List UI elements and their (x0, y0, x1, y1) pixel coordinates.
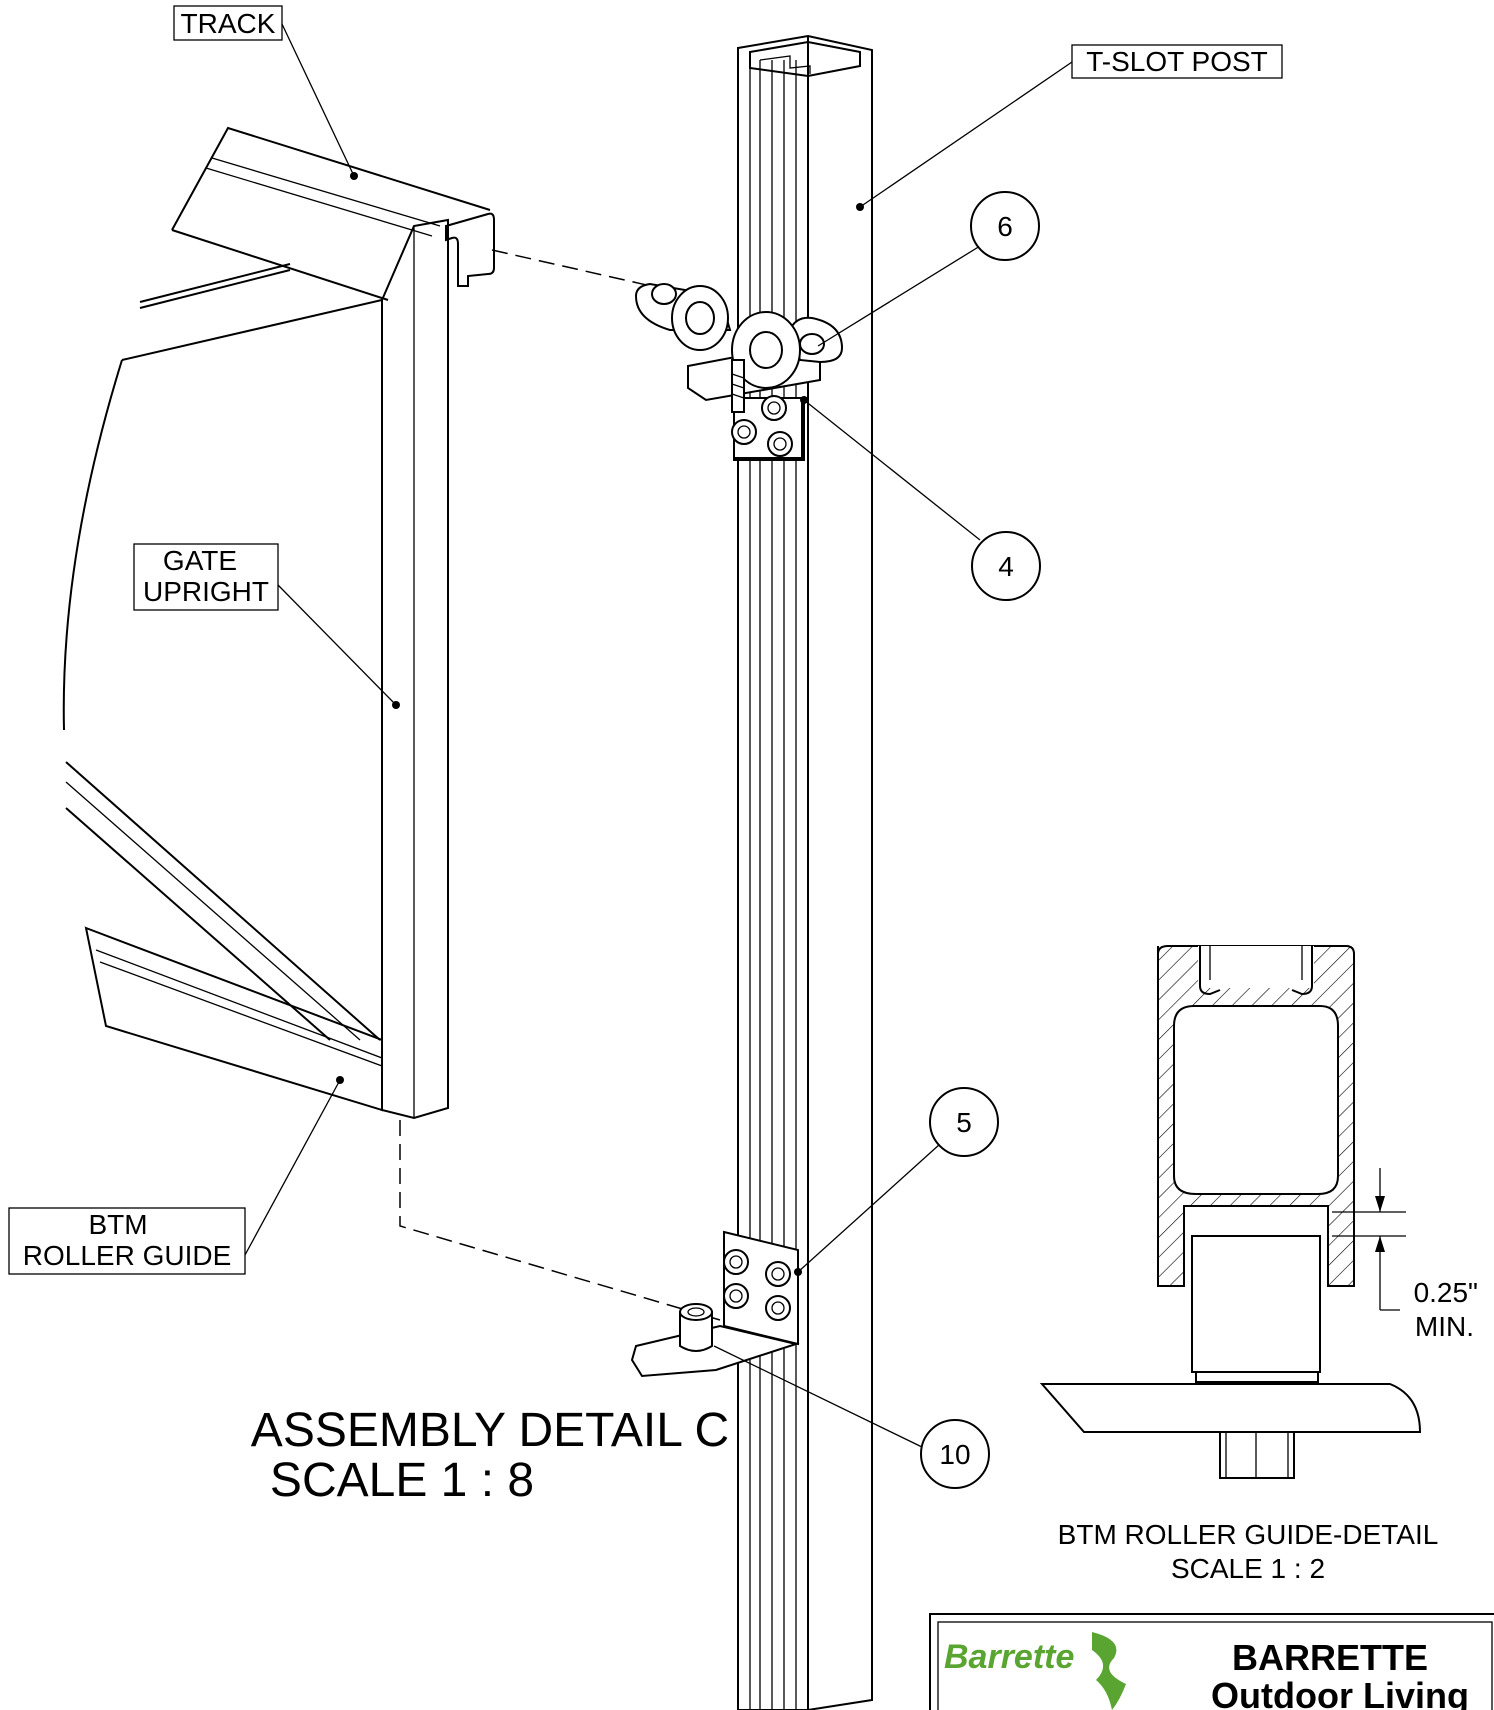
label-track: TRACK (173, 5, 358, 180)
svg-text:Outdoor Living: Outdoor Living (1211, 1675, 1469, 1710)
barrette-logo: Barrette (944, 1632, 1126, 1710)
svg-text:10: 10 (939, 1439, 970, 1470)
svg-text:4: 4 (998, 551, 1014, 582)
assembly-detail-caption: ASSEMBLY DETAIL C SCALE 1 : 8 (251, 1404, 729, 1507)
svg-text:UPRIGHT: UPRIGHT (143, 576, 269, 607)
svg-text:Barrette: Barrette (944, 1638, 1074, 1676)
label-btm-roller-guide: BTM ROLLER GUIDE (8, 1076, 344, 1275)
t-slot-post (737, 34, 873, 1710)
title-block: Barrette BARRETTE Outdoor Living (929, 1613, 1494, 1710)
svg-text:6: 6 (997, 211, 1013, 242)
svg-text:SCALE 1 : 2: SCALE 1 : 2 (1171, 1553, 1325, 1584)
balloon-10: 10 (713, 1345, 990, 1489)
gate-frame (62, 126, 721, 1321)
svg-text:ROLLER GUIDE: ROLLER GUIDE (23, 1240, 232, 1271)
top-roller-assembly (634, 282, 844, 461)
svg-text:BARRETTE: BARRETTE (1232, 1637, 1428, 1678)
balloon-4: 4 (800, 396, 1041, 601)
svg-text:5: 5 (956, 1107, 972, 1138)
svg-text:BTM ROLLER GUIDE-DETAIL: BTM ROLLER GUIDE-DETAIL (1058, 1519, 1439, 1550)
svg-text:BTM: BTM (88, 1209, 147, 1240)
svg-text:TRACK: TRACK (181, 8, 276, 39)
svg-text:T-SLOT POST: T-SLOT POST (1086, 46, 1268, 77)
balloon-5: 5 (794, 1087, 999, 1276)
svg-text:0.25": 0.25" (1414, 1277, 1478, 1308)
bottom-roller-guide-bracket (630, 1230, 800, 1378)
svg-text:ASSEMBLY DETAIL C: ASSEMBLY DETAIL C (251, 1404, 729, 1457)
label-t-slot-post: T-SLOT POST (856, 44, 1283, 211)
svg-text:SCALE 1 : 8: SCALE 1 : 8 (270, 1454, 534, 1507)
balloon-6: 6 (817, 191, 1040, 347)
svg-text:MIN.: MIN. (1415, 1311, 1474, 1342)
roller-guide-detail: 0.25" MIN. BTM ROLLER GUIDE-DETAIL SCALE… (1039, 945, 1478, 1584)
svg-text:GATE: GATE (163, 545, 237, 576)
label-gate-upright: GATE UPRIGHT (133, 543, 400, 709)
